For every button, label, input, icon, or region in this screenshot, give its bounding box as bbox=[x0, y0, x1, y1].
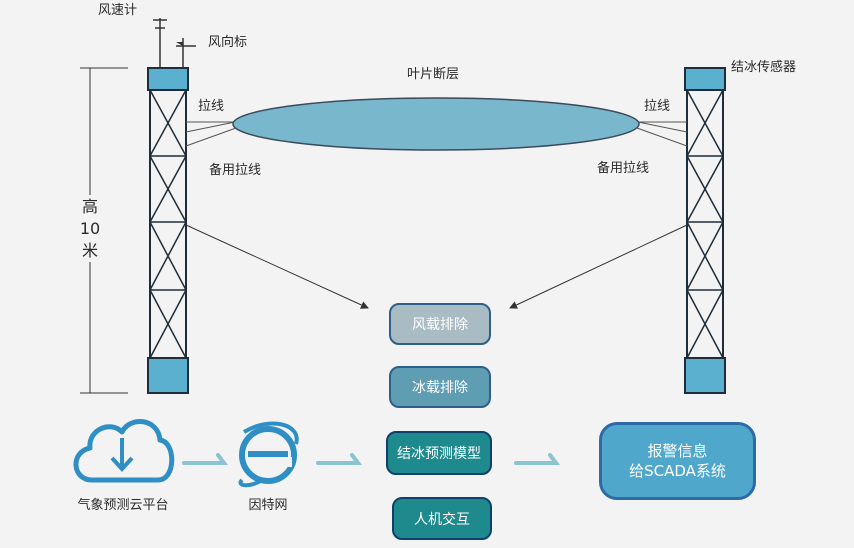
alarm-line2: 给SCADA系统 bbox=[629, 462, 726, 480]
right-tower-base bbox=[684, 357, 726, 394]
wind-load-removal-box: 风载排除 bbox=[389, 303, 491, 345]
ice-sensor-label: 结冰传感器 bbox=[731, 60, 797, 75]
internet-label: 因特网 bbox=[248, 498, 288, 513]
blade-section-label: 叶片断层 bbox=[407, 67, 460, 82]
left-backup-wire-label: 备用拉线 bbox=[209, 163, 262, 178]
left-tower-cap bbox=[147, 67, 189, 91]
right-guy-wire-label: 拉线 bbox=[644, 99, 671, 114]
height-label-line1: 高 bbox=[81, 197, 98, 216]
left-guy-wire-label: 拉线 bbox=[198, 99, 225, 114]
height-dimension bbox=[80, 67, 128, 394]
left-tower-arrow bbox=[185, 224, 369, 309]
cloud-download-icon bbox=[73, 419, 175, 483]
left-tower bbox=[147, 67, 189, 394]
internet-explorer-icon bbox=[238, 421, 299, 488]
right-tower-cap bbox=[684, 67, 726, 91]
height-label: 高 10 米 bbox=[70, 196, 110, 262]
right-backup-wire-label: 备用拉线 bbox=[597, 161, 650, 176]
wind-vane-icon bbox=[176, 38, 196, 68]
cloud-platform-label: 气象预测云平台 bbox=[77, 498, 169, 513]
guy-wires bbox=[185, 121, 688, 147]
left-tower-base bbox=[147, 357, 189, 394]
wind-vane-label: 风向标 bbox=[208, 35, 248, 50]
right-tower-arrow bbox=[509, 224, 688, 309]
height-label-line3: 米 bbox=[81, 241, 98, 260]
right-tower bbox=[684, 67, 726, 394]
ice-load-removal-box: 冰载排除 bbox=[389, 366, 491, 408]
scada-alarm-box: 报警信息 给SCADA系统 bbox=[599, 422, 756, 500]
height-label-line2: 10 bbox=[79, 219, 101, 238]
anemometer-icon bbox=[153, 18, 167, 68]
anemometer-label: 风速计 bbox=[98, 3, 138, 18]
human-machine-interaction-box[interactable]: 人机交互 bbox=[392, 497, 492, 540]
flow-arrows bbox=[182, 453, 560, 465]
alarm-line1: 报警信息 bbox=[647, 442, 708, 460]
blade-section-shape bbox=[232, 97, 640, 151]
icing-prediction-model-box: 结冰预测模型 bbox=[386, 431, 492, 475]
